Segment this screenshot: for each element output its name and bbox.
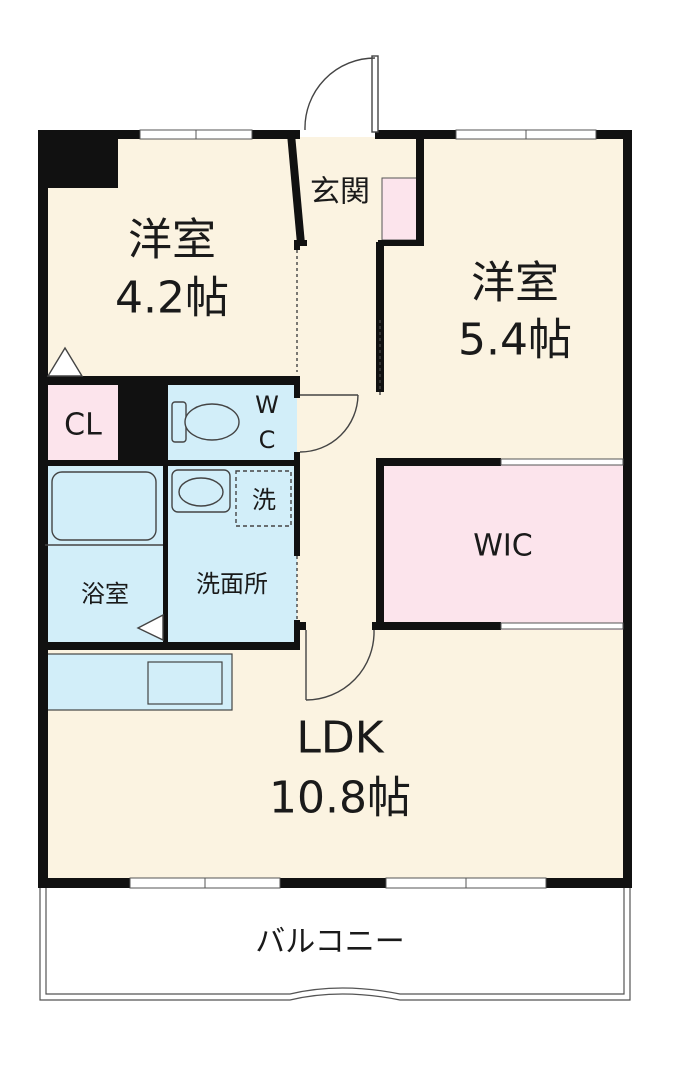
- toilet-label-w: W: [255, 391, 279, 419]
- fixtures: [45, 346, 292, 642]
- wall-bath-wash: [163, 466, 168, 642]
- wall-wet-bottom: [38, 642, 300, 650]
- ldk-door-swing: [305, 629, 375, 701]
- room-western-1-size: 4.2帖: [115, 273, 229, 324]
- wall-washroom-right: [294, 466, 300, 556]
- kitchen-sink: [147, 661, 223, 705]
- balcony: [39, 888, 631, 1001]
- wall-hall-right-top: [376, 242, 384, 392]
- wall-toilet-right: [294, 376, 300, 398]
- toilet-bowl: [184, 403, 240, 441]
- entrance-wall-right: [416, 134, 424, 246]
- washer-label: 洗: [252, 486, 276, 514]
- wall-wic-bottom: [376, 622, 501, 630]
- wall-toilet-right-lower: [294, 452, 300, 464]
- room-western-1-name: 洋室: [128, 215, 216, 266]
- closet-marker: [46, 346, 84, 377]
- wic-floor: [382, 462, 625, 630]
- wall-wic-top: [376, 458, 501, 466]
- room-western-2-name: 洋室: [471, 258, 559, 309]
- ldk-size: 10.8帖: [269, 773, 411, 824]
- doors: [296, 55, 381, 701]
- labels: 洋室 4.2帖 洋室 5.4帖 玄関 CL W C 洗 浴室 洗面所 WIC L…: [64, 175, 572, 960]
- closet-label: CL: [64, 408, 102, 443]
- hallway-floor: [297, 240, 382, 630]
- bathroom-label: 浴室: [81, 580, 129, 608]
- entrance-label: 玄関: [310, 175, 370, 210]
- wic-label: WIC: [473, 529, 532, 564]
- floors: [44, 137, 625, 880]
- balcony-outline: [39, 888, 631, 1001]
- entrance-door-leaf: [371, 55, 379, 133]
- balcony-label: バルコニー: [255, 925, 404, 960]
- wall-room1-bottom: [38, 376, 300, 385]
- wic-opening-top: [500, 458, 624, 466]
- central-column: [118, 376, 168, 466]
- shoe-cabinet: [381, 177, 421, 241]
- entrance-door-swing: [304, 57, 376, 131]
- bathtub: [51, 471, 157, 541]
- wall-closet-bath: [38, 460, 300, 466]
- outer-wall-right: [623, 130, 632, 888]
- toilet-label-c: C: [259, 426, 276, 454]
- wall-washroom-right-lower: [294, 620, 300, 650]
- washer-spot: [235, 470, 292, 527]
- wall-hall-right-bottom: [376, 458, 384, 630]
- entrance-bottom-left: [297, 240, 307, 246]
- washroom-label: 洗面所: [196, 570, 268, 598]
- entrance-bottom-right: [378, 240, 424, 246]
- entrance-wall-left: [287, 134, 305, 244]
- wic-opening-bottom: [500, 622, 624, 630]
- wash-basin-bowl: [178, 477, 224, 507]
- windows: [129, 129, 624, 889]
- ldk-name: LDK: [296, 713, 384, 764]
- room-western-2-size: 5.4帖: [458, 315, 572, 366]
- structural-column: [38, 130, 118, 188]
- wall-hall-ldk-left: [294, 622, 306, 630]
- toilet-door-swing: [299, 394, 359, 453]
- toilet-tank: [171, 401, 187, 443]
- bath-door-marker: [136, 613, 164, 642]
- wall-room1-right: [294, 240, 300, 250]
- outer-wall-left: [38, 130, 48, 888]
- outer-wall-bottom: [38, 878, 632, 888]
- closet-floor: [45, 381, 120, 461]
